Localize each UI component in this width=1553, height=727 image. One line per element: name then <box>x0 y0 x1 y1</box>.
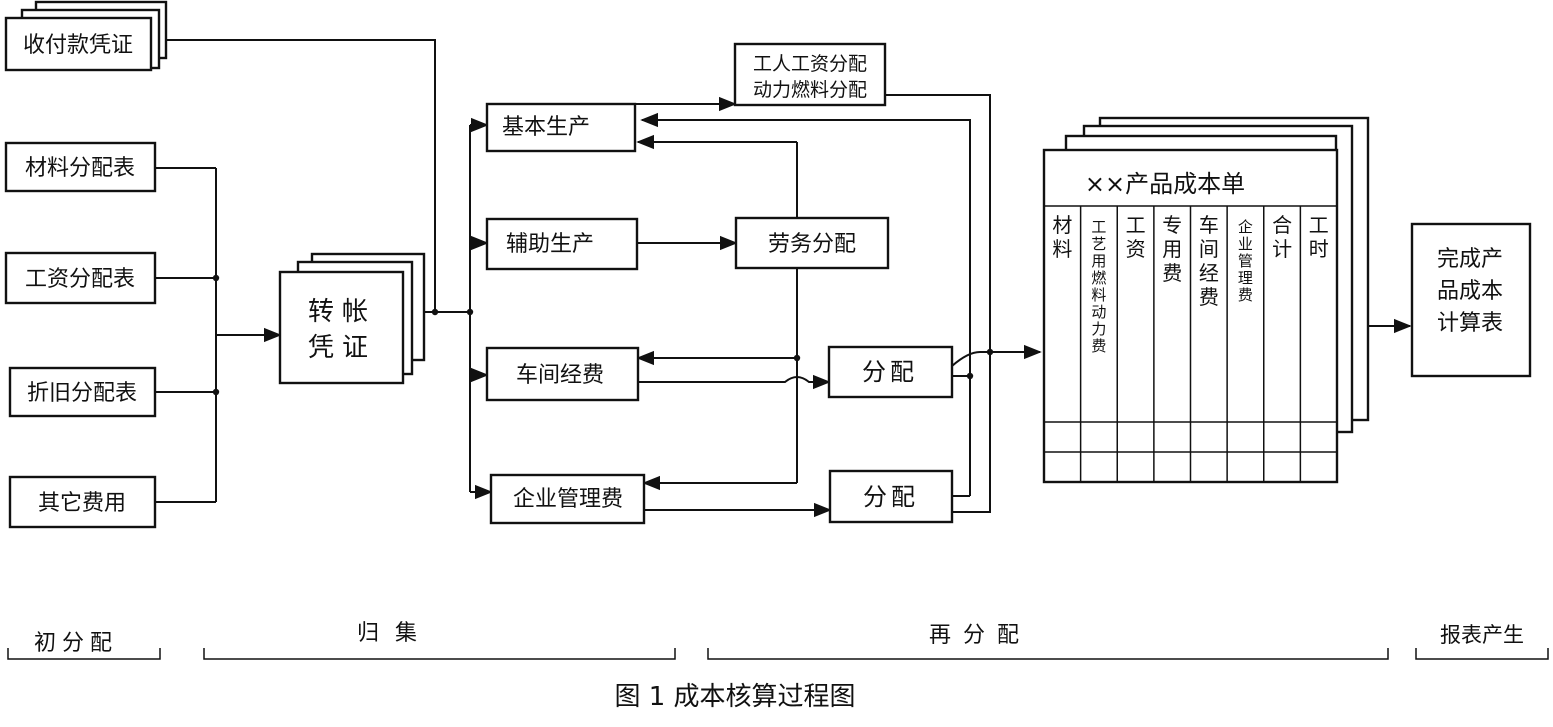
junction-dot <box>466 308 474 316</box>
alloc2-cross-line <box>952 352 991 513</box>
junction-dot <box>431 308 439 316</box>
voucher-box <box>4 16 153 72</box>
other-label: 其它费用 <box>38 491 126 516</box>
workshop-expense-box: 车间经费 <box>485 346 640 402</box>
report-line3: 计算表 <box>1437 311 1503 336</box>
cost-column-label: 专用费 <box>1162 213 1182 285</box>
report-box: 完成产 品成本 计算表 <box>1410 222 1532 378</box>
basic-production-label: 基本生产 <box>502 115 590 140</box>
wage-label: 工资分配表 <box>25 267 135 292</box>
voucher-line <box>158 39 436 312</box>
fuel-allocation-label: 动力燃料分配 <box>753 79 867 101</box>
stage-1-label: 初分配 <box>34 631 118 656</box>
stage-bracket-3 <box>707 648 1389 660</box>
cost-column-label: 材料 <box>1052 213 1072 261</box>
voucher-label: 收付款凭证 <box>23 33 133 58</box>
wage-allocation-label: 工人工资分配 <box>753 53 867 75</box>
wagefuel-out-line <box>885 94 991 352</box>
stage-3-label: 再分配 <box>929 623 1031 648</box>
workshop-expense-label: 车间经费 <box>516 363 604 388</box>
stage-bracket-1 <box>7 648 161 660</box>
transfer-voucher-line1: 转帐 <box>308 297 376 327</box>
allocation-box-2: 分配 <box>828 469 954 524</box>
junction-dot <box>212 274 220 282</box>
cost-column-label: 车间经费 <box>1199 213 1219 309</box>
stage-brackets: 初分配 归集 再分配 报表产生 <box>7 621 1549 660</box>
stage-4-label: 报表产生 <box>1440 623 1524 647</box>
alloc1-cross-line <box>951 351 990 367</box>
cost-column-label: 企业管理费 <box>1238 218 1253 304</box>
cost-column-label: 工时 <box>1309 213 1329 261</box>
report-line2: 品成本 <box>1437 279 1503 304</box>
junction-dot <box>212 388 220 396</box>
other-box: 其它费用 <box>8 475 157 529</box>
wage-box: 工资分配表 <box>4 251 157 305</box>
stage-bracket-2 <box>203 648 676 660</box>
basic-production-box: 基本生产 <box>485 102 637 153</box>
transfer-voucher-box <box>278 270 405 385</box>
voucher-box-stack: 收付款凭证 <box>4 0 168 72</box>
enterprise-management-box: 企业管理费 <box>489 473 646 525</box>
enterprise-management-label: 企业管理费 <box>513 487 623 512</box>
stage-bracket-4 <box>1415 648 1549 660</box>
auxiliary-production-label: 辅助生产 <box>506 232 594 257</box>
depreciation-label: 折旧分配表 <box>27 381 137 406</box>
alloc-feedback-to-basic-arrow <box>640 112 971 496</box>
cost-column-label: 工艺用燃料动力费 <box>1091 218 1106 355</box>
depreciation-box: 折旧分配表 <box>8 366 157 418</box>
cost-column-label: 合计 <box>1272 213 1292 261</box>
service-allocation-box: 劳务分配 <box>734 216 890 270</box>
report-line1: 完成产 <box>1437 247 1503 272</box>
service-allocation-label: 劳务分配 <box>768 232 856 257</box>
allocation-1-label: 分配 <box>862 358 918 386</box>
workshop-to-alloc1-arrow <box>638 374 831 390</box>
figure-caption: 图 1 成本核算过程图 <box>614 682 855 712</box>
junction-dot <box>986 348 994 356</box>
cost-column-label: 工资 <box>1126 213 1146 261</box>
wage-fuel-allocation-box: 工人工资分配 动力燃料分配 <box>733 42 887 107</box>
cost-sheet-title: ××产品成本单 <box>1085 170 1245 198</box>
material-label: 材料分配表 <box>25 156 135 181</box>
allocation-box-1: 分配 <box>827 345 954 399</box>
allocation-2-label: 分配 <box>863 483 919 511</box>
stage-2-label: 归集 <box>357 621 433 646</box>
material-box: 材料分配表 <box>4 141 157 193</box>
connectors <box>155 39 1412 518</box>
junction-dot <box>966 372 974 380</box>
transfer-voucher-line2: 凭证 <box>308 333 376 363</box>
transfer-voucher-stack: 转帐 凭证 <box>278 252 426 385</box>
auxiliary-production-box: 辅助生产 <box>485 217 639 271</box>
junction-dot <box>793 354 801 362</box>
